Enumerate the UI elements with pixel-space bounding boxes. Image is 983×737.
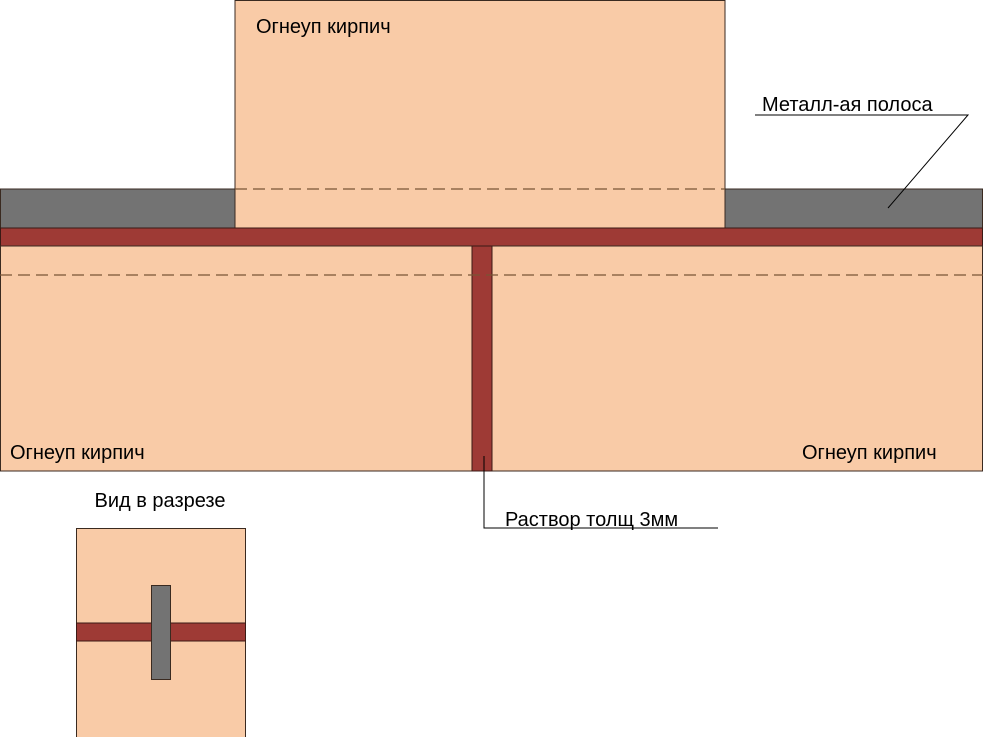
lower-left-brick bbox=[0, 245, 473, 472]
left-brick-label: Огнеуп кирпич bbox=[10, 442, 145, 464]
mortar-joint-vertical bbox=[471, 245, 493, 472]
mortar-leader bbox=[483, 456, 718, 529]
lower-right-brick bbox=[491, 245, 983, 472]
right-brick-label: Огнеуп кирпич bbox=[802, 442, 937, 464]
mortar-label: Раствор толщ 3мм bbox=[505, 509, 678, 531]
top-brick-label: Огнеуп кирпич bbox=[256, 16, 391, 38]
metal-strip-leader bbox=[755, 114, 970, 209]
metal-strip-right bbox=[724, 188, 983, 229]
metal-strip-left bbox=[0, 188, 236, 229]
top-brick bbox=[234, 0, 726, 229]
metal-strip-label: Металл-ая полоса bbox=[762, 94, 933, 116]
mortar-joint-horizontal bbox=[0, 227, 983, 247]
section-metal-strip bbox=[151, 585, 171, 680]
section-title: Вид в разрезе bbox=[95, 490, 226, 512]
